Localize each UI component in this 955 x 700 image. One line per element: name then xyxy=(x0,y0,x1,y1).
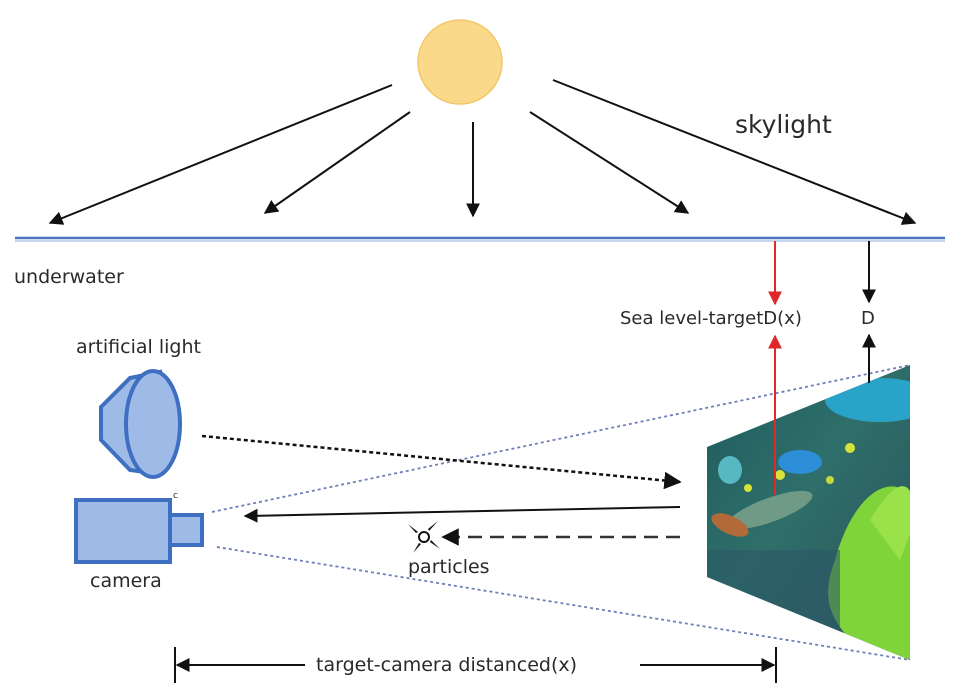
camera-label: camera xyxy=(90,570,162,592)
particles-label: particles xyxy=(408,556,490,578)
reflected-ray xyxy=(243,506,681,523)
depth-label: D xyxy=(861,308,875,329)
artificial-light-ray xyxy=(201,434,682,490)
artificial-light-label: artificial light xyxy=(76,336,201,358)
sea-level-target-label: Sea level-targetD(x) xyxy=(620,308,802,329)
underwater-label: underwater xyxy=(14,266,124,288)
artificial-light-icon xyxy=(99,369,182,479)
camera-mark-label: c xyxy=(173,491,178,501)
sky-ray xyxy=(529,111,690,214)
camera-icon xyxy=(74,498,204,564)
particle-icon xyxy=(408,521,440,553)
sky-ray xyxy=(552,79,917,225)
target-scene-image xyxy=(707,365,910,660)
distance-label: target-camera distanced(x) xyxy=(316,654,578,676)
sky-ray xyxy=(263,111,411,214)
skylight-rays xyxy=(48,79,917,225)
sun-icon xyxy=(417,19,503,105)
field-of-view-lines xyxy=(211,364,911,661)
skylight-label: skylight xyxy=(735,110,832,139)
sky-ray xyxy=(48,84,393,225)
